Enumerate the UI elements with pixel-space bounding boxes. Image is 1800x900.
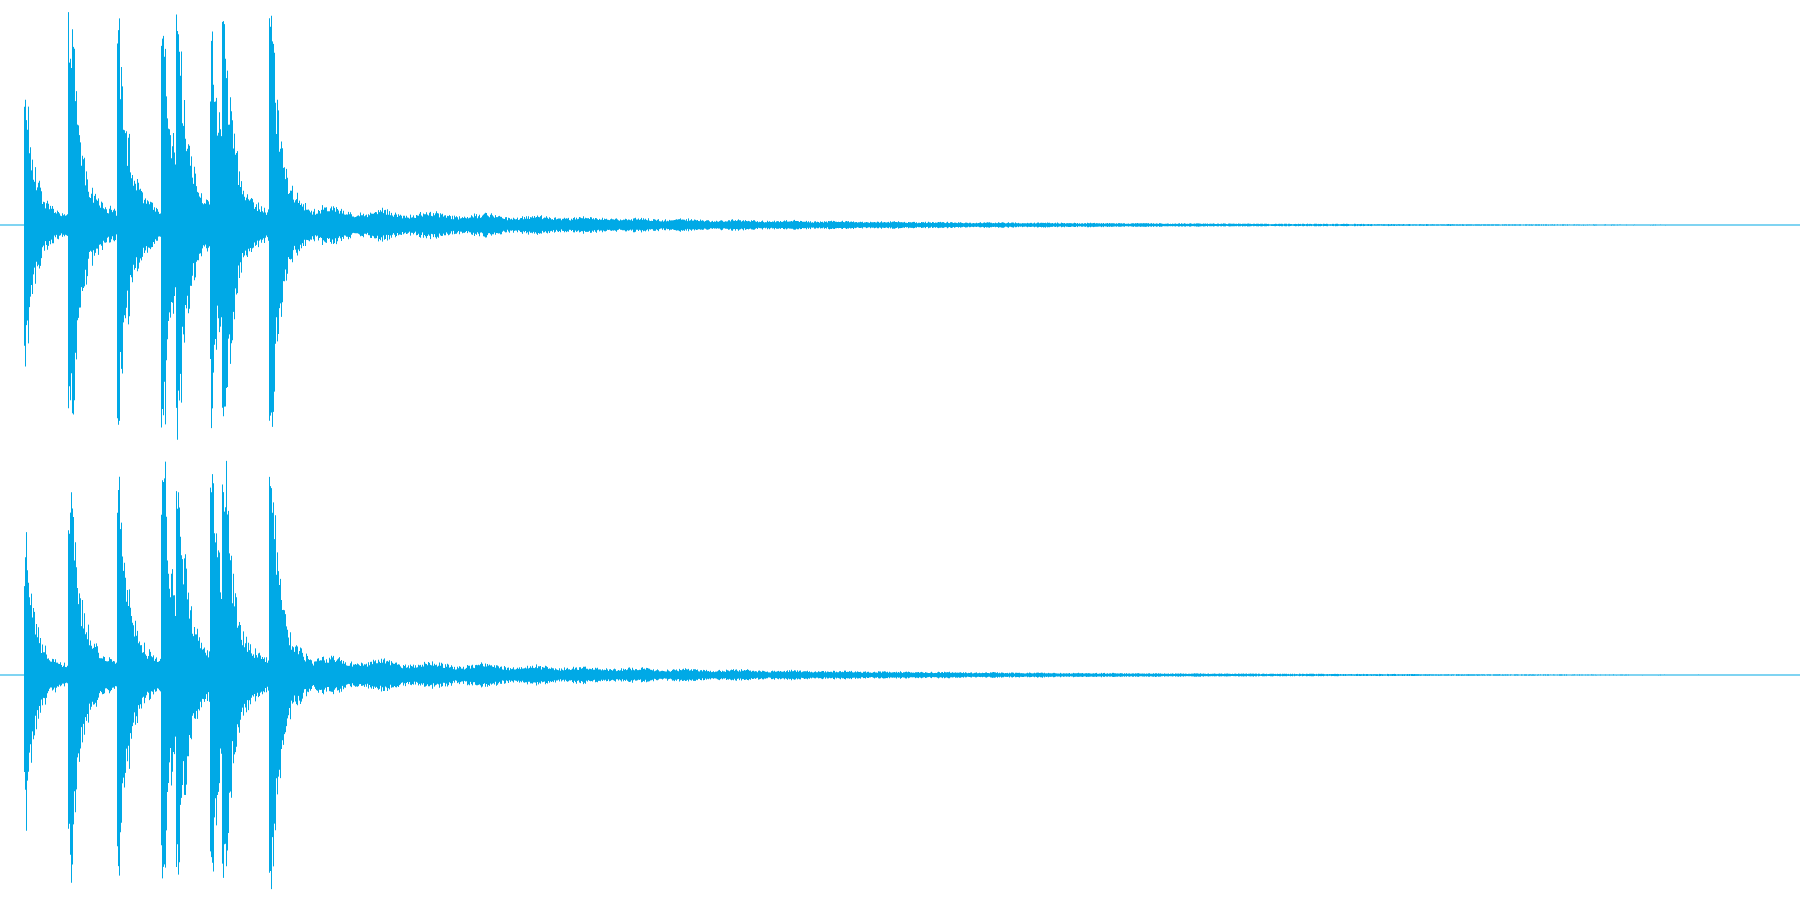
channel-right[interactable] bbox=[0, 460, 1800, 890]
waveform-trace bbox=[24, 12, 1721, 440]
channel-left[interactable] bbox=[0, 12, 1800, 440]
waveform-trace bbox=[24, 460, 1718, 890]
